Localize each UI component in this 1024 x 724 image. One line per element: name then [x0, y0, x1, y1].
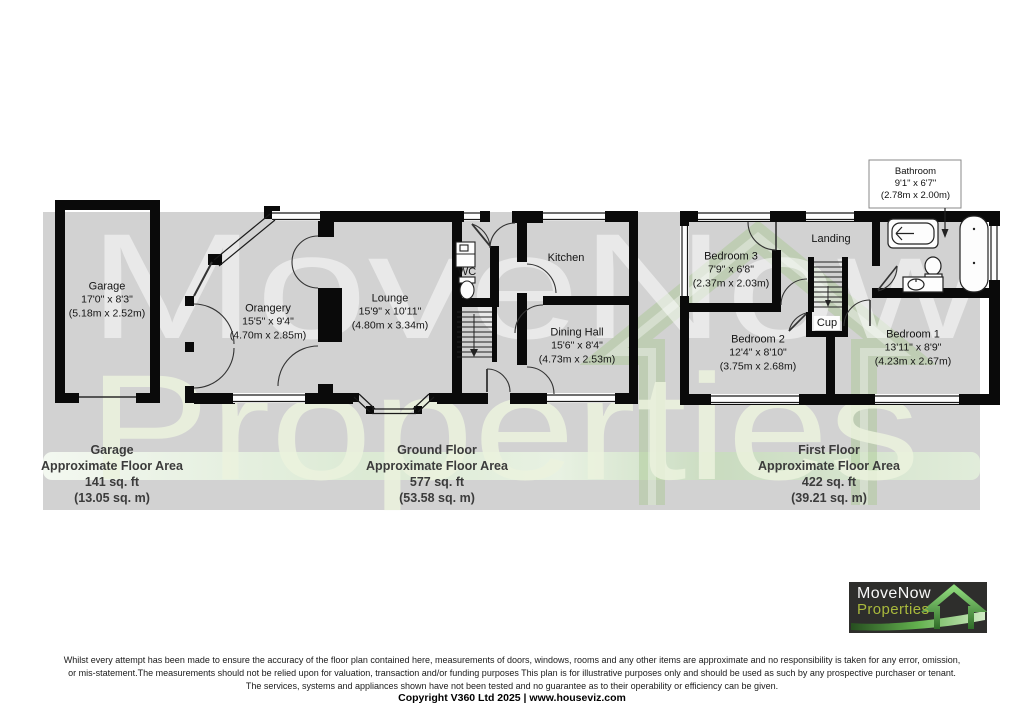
toilet-icon [924, 256, 942, 276]
copyright-line: Copyright V360 Ltd 2025 | www.houseviz.c… [398, 692, 626, 704]
area-summary-first-floor: First Floor Approximate Floor Area 422 s… [758, 442, 900, 506]
room-label-garage: Garage 17'0" x 8'3" (5.18m x 2.52m) [69, 280, 145, 321]
area-sqm: (39.21 sq. m) [791, 491, 867, 505]
room-label-wc: WC [458, 265, 476, 279]
room-dims-m: (2.37m x 2.03m) [692, 277, 770, 290]
room-name: Lounge [371, 292, 409, 305]
room-name: Landing [811, 232, 851, 245]
room-name: Bedroom 1 [886, 328, 940, 341]
disclaimer-line-3: The services, systems and appliances sho… [245, 681, 779, 691]
area-sqft: 422 sq. ft [801, 475, 857, 489]
area-sqft: 141 sq. ft [84, 475, 140, 489]
room-dims-m: (4.70m x 2.85m) [229, 329, 307, 342]
stairs-first-icon [814, 261, 842, 308]
room-name: Bedroom 3 [704, 250, 758, 263]
logo-house-arrow-icon [920, 584, 987, 629]
watermark-swoosh-stripe [43, 452, 980, 480]
room-dims-m: (3.75m x 2.68m) [719, 360, 797, 373]
room-dims-ft: 9'1" x 6'7" [894, 178, 937, 190]
room-dims-ft: 15'5" x 9'4" [242, 315, 294, 328]
room-dims-m: (4.23m x 2.67m) [874, 355, 952, 368]
room-name: WC [457, 265, 477, 278]
first-floor-windows [680, 211, 1000, 404]
room-name: Kitchen [547, 251, 585, 264]
stairs-ground-icon [457, 311, 492, 358]
room-label-landing: Landing [811, 232, 850, 246]
room-label-kitchen: Kitchen [548, 251, 585, 265]
room-label-bathroom: Bathroom 9'1" x 6'7" (2.78m x 2.00m) [870, 161, 961, 207]
area-title: Garage [90, 443, 134, 457]
room-dims-ft: 17'0" x 8'3" [81, 293, 133, 306]
bathtub-icon [959, 215, 989, 293]
room-dims-ft: 15'6" x 8'4" [551, 339, 603, 352]
room-dims-ft: 7'9" x 6'8" [708, 263, 754, 276]
area-summary-ground-floor: Ground Floor Approximate Floor Area 577 … [366, 442, 508, 506]
watermark-house-icon [579, 220, 937, 505]
room-label-bedroom1: Bedroom 1 13'11" x 8'9" (4.23m x 2.67m) [875, 328, 951, 369]
logo-word-2: Properties [857, 601, 930, 618]
area-title: Ground Floor [397, 443, 477, 457]
bathroom-callout [868, 159, 962, 238]
room-name: Cup [816, 316, 838, 329]
area-sqm: (13.05 sq. m) [74, 491, 150, 505]
room-name: Bathroom [894, 166, 937, 178]
logo-word-1: MoveNow [857, 585, 931, 602]
area-subtitle: Approximate Floor Area [758, 459, 900, 473]
movenow-properties-logo: MoveNow Properties [849, 582, 987, 633]
room-dims-ft: 15'9" x 10'11" [358, 305, 422, 318]
disclaimer-line-2: or mis-statement.The measurements should… [68, 668, 956, 678]
wc-fixtures-icon [455, 241, 476, 300]
room-label-dining-hall: Dining Hall 15'6" x 8'4" (4.73m x 2.53m) [539, 326, 615, 367]
area-summary-garage: Garage Approximate Floor Area 141 sq. ft… [41, 442, 183, 506]
room-label-bedroom3: Bedroom 3 7'9" x 6'8" (2.37m x 2.03m) [693, 250, 769, 291]
ground-floor-windows [213, 211, 615, 415]
room-dims-m: (5.18m x 2.52m) [68, 307, 146, 320]
area-title: First Floor [798, 443, 860, 457]
area-sqm: (53.58 sq. m) [399, 491, 475, 505]
room-dims-ft: 13'11" x 8'9" [884, 341, 942, 354]
room-name: Bedroom 2 [731, 333, 785, 346]
room-name: Orangery [245, 302, 291, 315]
room-dims-ft: 12'4" x 8'10" [729, 346, 787, 359]
area-sqft: 577 sq. ft [409, 475, 465, 489]
room-dims-m: (2.78m x 2.00m) [880, 189, 951, 201]
room-dims-m: (4.80m x 3.34m) [351, 319, 429, 332]
room-dims-m: (4.73m x 2.53m) [538, 353, 616, 366]
ground-floor-doors [193, 222, 557, 395]
area-subtitle: Approximate Floor Area [41, 459, 183, 473]
room-label-bedroom2: Bedroom 2 12'4" x 8'10" (3.75m x 2.68m) [720, 333, 796, 374]
room-label-cup: Cup [813, 315, 841, 331]
disclaimer-line-1: Whilst every attempt has been made to en… [63, 655, 961, 665]
bathroom-fixtures [887, 215, 989, 293]
first-floor-doors [747, 221, 898, 332]
area-subtitle: Approximate Floor Area [366, 459, 508, 473]
logo-graphics [851, 584, 987, 631]
room-label-orangery: Orangery 15'5" x 9'4" (4.70m x 2.85m) [230, 302, 306, 343]
garage-walls [55, 200, 160, 403]
room-name: Garage [88, 280, 126, 293]
room-label-lounge: Lounge 15'9" x 10'11" (4.80m x 3.34m) [352, 292, 428, 333]
room-name: Dining Hall [550, 326, 604, 339]
